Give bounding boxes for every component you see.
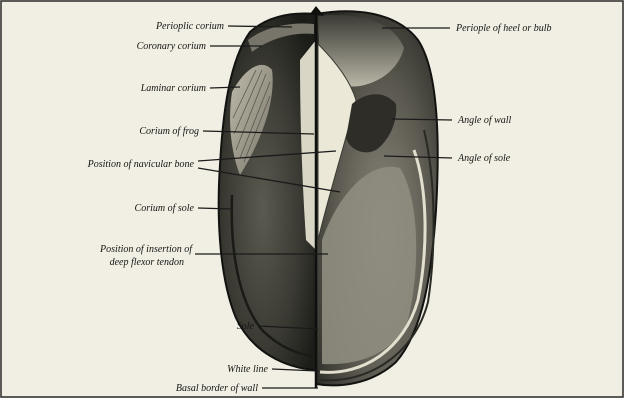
label-angle-of-wall: Angle of wall <box>457 115 512 126</box>
label-position-navicular-bone: Position of navicular bone <box>87 159 195 170</box>
label-angle-of-sole: Angle of sole <box>457 153 511 164</box>
label-corium-of-sole: Corium of sole <box>135 203 195 214</box>
label-perioplic-corium: Perioplic corium <box>155 21 224 32</box>
label-position-insertion-line2: deep flexor tendon <box>110 257 184 268</box>
label-coronary-corium: Coronary corium <box>137 41 206 52</box>
label-position-insertion-line1: Position of insertion of <box>99 244 193 255</box>
label-laminar-corium: Laminar corium <box>140 83 206 94</box>
label-basal-border-of-wall: Basal border of wall <box>176 383 258 394</box>
label-white-line: White line <box>227 364 268 375</box>
label-sole: Sole <box>237 321 255 332</box>
label-corium-of-frog: Corium of frog <box>139 126 199 137</box>
label-periople-of-heel: Periople of heel or bulb <box>455 23 552 34</box>
